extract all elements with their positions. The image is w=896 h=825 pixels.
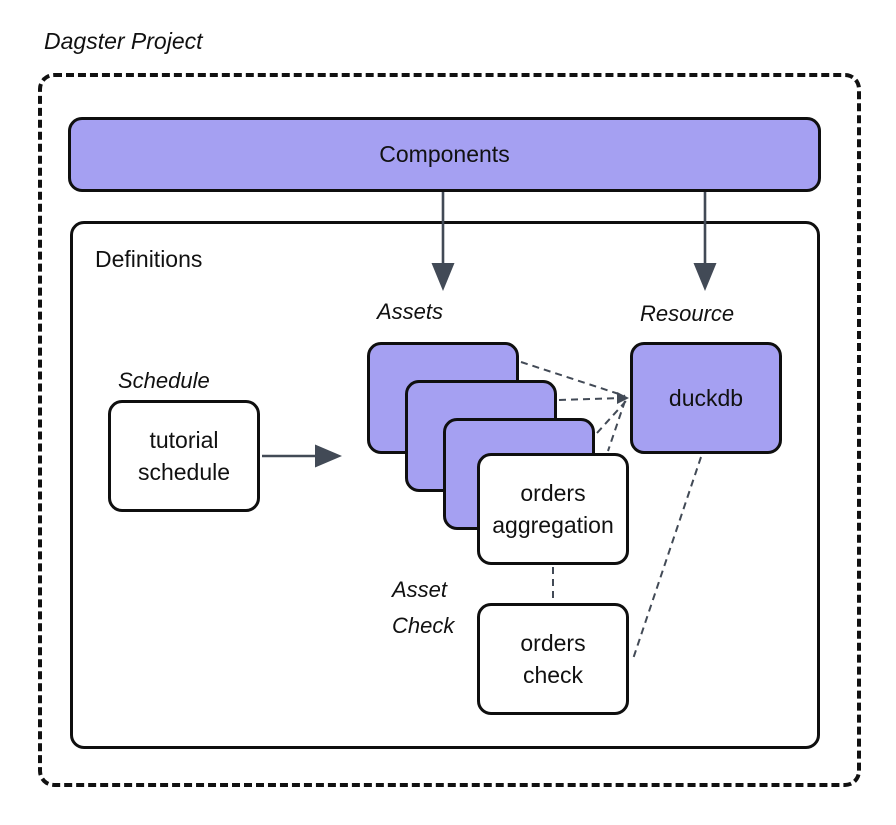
schedule-section-label: Schedule — [118, 368, 210, 393]
tutorial-schedule-label-line1: tutorial — [149, 427, 219, 453]
diagram-title: Dagster Project — [44, 28, 203, 54]
definitions-label: Definitions — [95, 246, 203, 272]
orders-aggregation-node: orders aggregation — [477, 453, 629, 565]
orders-aggregation-label-line1: orders — [520, 480, 586, 506]
dagster-project-boundary — [38, 73, 861, 787]
resource-section-label: Resource — [640, 301, 735, 326]
components-node: Components — [68, 117, 821, 192]
tutorial-schedule-node: tutorial schedule — [108, 400, 260, 512]
tutorial-schedule-label-line2: schedule — [137, 459, 231, 485]
orders-check-label-line1: orders — [520, 630, 586, 656]
orders-check-node: orders check — [477, 603, 629, 715]
assets-section-label: Assets — [377, 299, 444, 324]
orders-aggregation-label-line2: aggregation — [492, 512, 614, 538]
duckdb-resource-label: duckdb — [668, 385, 744, 411]
components-node-label: Components — [379, 141, 510, 167]
duckdb-resource-node: duckdb — [630, 342, 782, 454]
asset-check-section-label: Asset Check — [392, 577, 455, 638]
orders-check-label-line2: check — [522, 662, 584, 688]
